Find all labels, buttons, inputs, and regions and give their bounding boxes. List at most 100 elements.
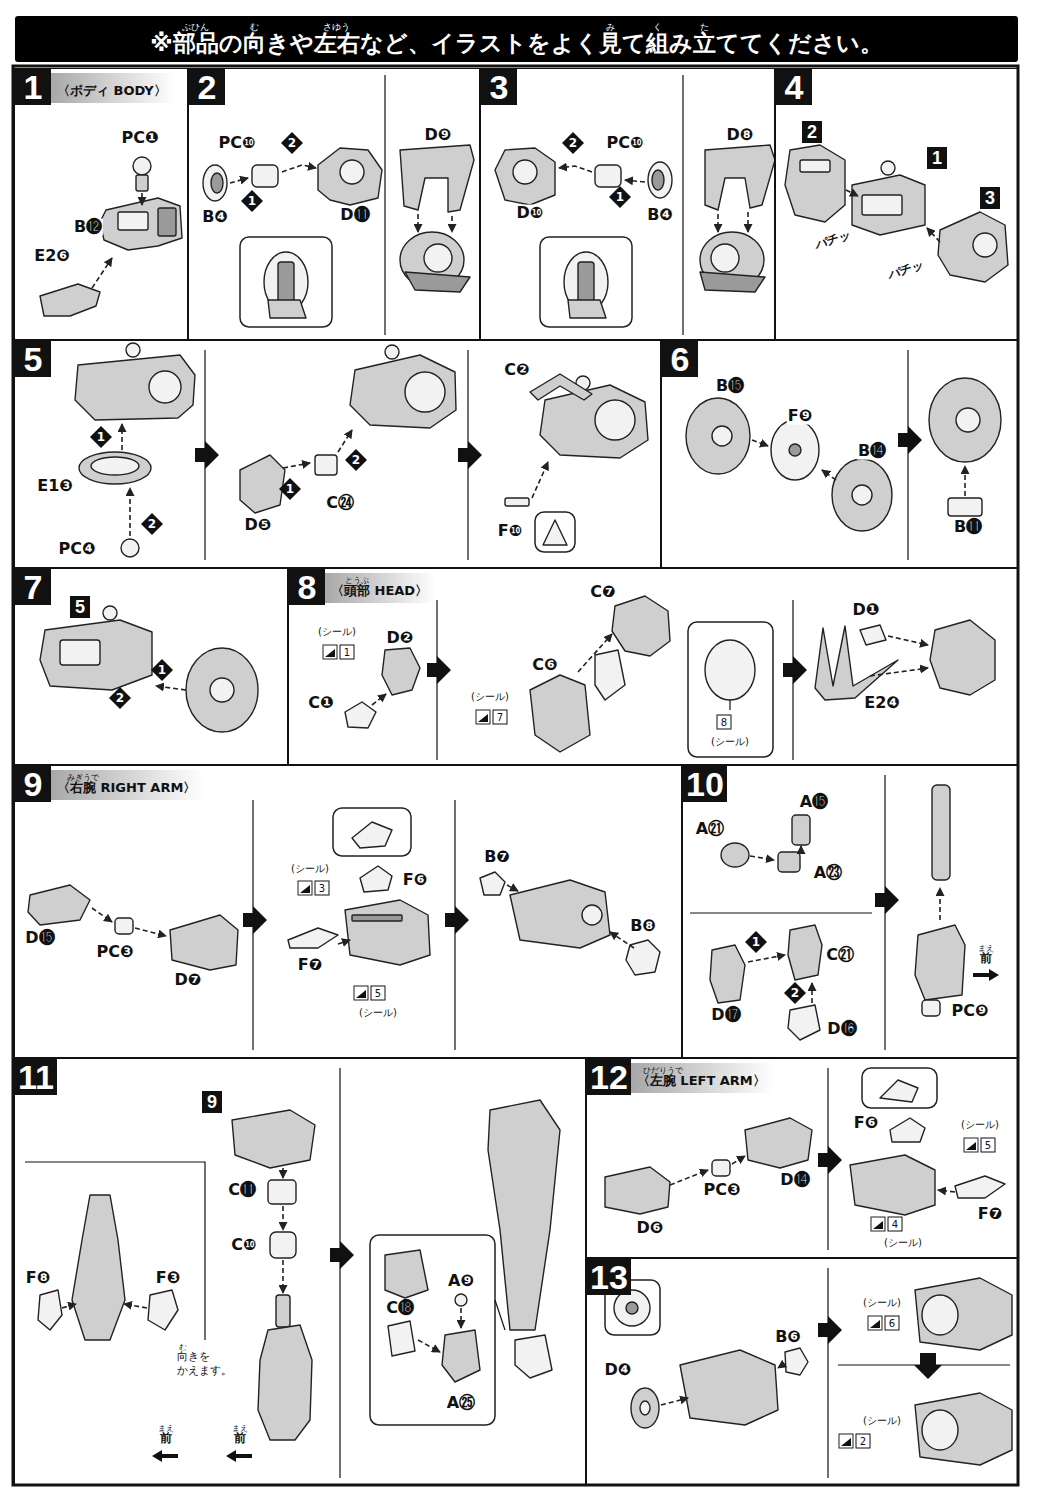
part-illustration [721, 843, 749, 867]
part-illustration [789, 444, 801, 456]
part-illustration [278, 262, 294, 302]
part-illustration [711, 244, 739, 272]
detail-inset [862, 1068, 937, 1108]
part-illustration [631, 1388, 659, 1428]
part-label: F❾ [787, 408, 813, 425]
part-illustration [955, 1176, 1005, 1198]
panel-divider [907, 350, 908, 560]
part-label: PC❸ [702, 1182, 741, 1199]
part-label: D⓱ [710, 1007, 741, 1024]
part-illustration [956, 408, 980, 432]
part-illustration [268, 300, 306, 318]
part-illustration [38, 1290, 62, 1330]
assembly-arrow [372, 694, 386, 705]
assembly-arrow [532, 462, 548, 498]
sticker-number: 5 [371, 986, 386, 1001]
part-illustration [932, 785, 950, 880]
assembly-arrow [661, 1398, 688, 1405]
step-number: 12 [587, 1059, 631, 1095]
part-illustration [345, 900, 430, 965]
assembly-arrow [811, 983, 813, 1003]
section-heading: 〈ボディ BODY〉 [51, 73, 175, 103]
sticker-note: (シール) [883, 1238, 923, 1249]
part-illustration [832, 459, 892, 531]
part-label: F❼ [977, 1206, 1003, 1223]
part-label: C❶ [307, 695, 334, 712]
part-label: C❿ [230, 1237, 257, 1254]
step-number: 10 [683, 766, 727, 802]
part-illustration [79, 452, 151, 484]
step-arrow [898, 426, 922, 454]
step-arrow [458, 441, 482, 469]
part-illustration [288, 928, 338, 948]
step-arrow [818, 1146, 842, 1174]
part-illustration [614, 1290, 650, 1326]
detail-inset [333, 808, 411, 856]
part-illustration [100, 198, 182, 250]
step-panel: 1〈ボディ BODY〉 [14, 68, 188, 340]
sticker-note: (シール) [290, 864, 330, 875]
panel-divider [339, 1068, 340, 1478]
assembly-arrow [282, 1260, 284, 1293]
part-illustration [710, 945, 745, 1003]
part-illustration [880, 1080, 918, 1102]
part-label: C⓲ [385, 1300, 415, 1317]
part-illustration [115, 918, 133, 934]
part-illustration [488, 1100, 560, 1330]
front-arrow [152, 1450, 178, 1462]
step-number: 1 [15, 69, 51, 105]
part-illustration [890, 1118, 925, 1142]
detail-inset [540, 237, 632, 327]
part-illustration [360, 866, 392, 892]
part-illustration [785, 1348, 808, 1375]
part-illustration [211, 173, 223, 193]
order-number: 1 [241, 190, 263, 212]
section-heading: 〈頭部 HEAD〉 [325, 573, 436, 603]
furigana: とうぶ [345, 577, 369, 585]
order-number: 1 [90, 426, 112, 448]
sticker-number: 2 [856, 1434, 871, 1449]
part-illustration [75, 355, 195, 420]
part-label: D❷ [386, 630, 415, 647]
step-number: 3 [481, 69, 517, 105]
part-illustration [388, 1321, 415, 1356]
part-illustration [103, 606, 117, 620]
part-label: C㉑ [825, 947, 855, 964]
step-panel: 7 [14, 568, 288, 765]
assembly-arrow [418, 1340, 440, 1352]
part-illustration [712, 426, 732, 446]
part-illustration [595, 165, 621, 187]
order-number: 1 [609, 186, 631, 208]
part-label: B❹ [201, 209, 229, 226]
furigana: みぎうで [67, 774, 99, 782]
step-number: 8 [289, 569, 325, 605]
part-label: D⓯ [24, 930, 55, 947]
step-panel: 5 [14, 340, 661, 568]
part-illustration [385, 345, 399, 359]
front-mark: 前 [160, 1432, 172, 1445]
part-illustration [382, 648, 420, 695]
part-illustration [405, 272, 470, 292]
part-label: C❼ [589, 584, 616, 601]
furigana: た [700, 23, 709, 32]
part-illustration [530, 374, 592, 400]
part-illustration [505, 498, 529, 506]
order-number: 1 [745, 931, 767, 953]
panel-divider [729, 700, 730, 710]
part-label: A㉑ [695, 821, 725, 838]
step-panel: 13 [586, 1258, 1018, 1485]
step-number: 2 [189, 69, 225, 105]
part-label: F❻ [853, 1115, 879, 1132]
panel-divider [827, 1268, 828, 1478]
part-illustration [860, 625, 886, 645]
part-label: B❹ [646, 207, 674, 224]
part-illustration [405, 372, 445, 412]
furigana: む [250, 23, 259, 32]
page-frame [13, 66, 1018, 1485]
part-label: D❺ [244, 517, 273, 534]
order-number: 2 [281, 132, 303, 154]
assembly-arrow [507, 885, 518, 891]
order-number: 2 [562, 132, 584, 154]
part-label: D❼ [174, 972, 203, 989]
part-illustration [400, 145, 474, 212]
